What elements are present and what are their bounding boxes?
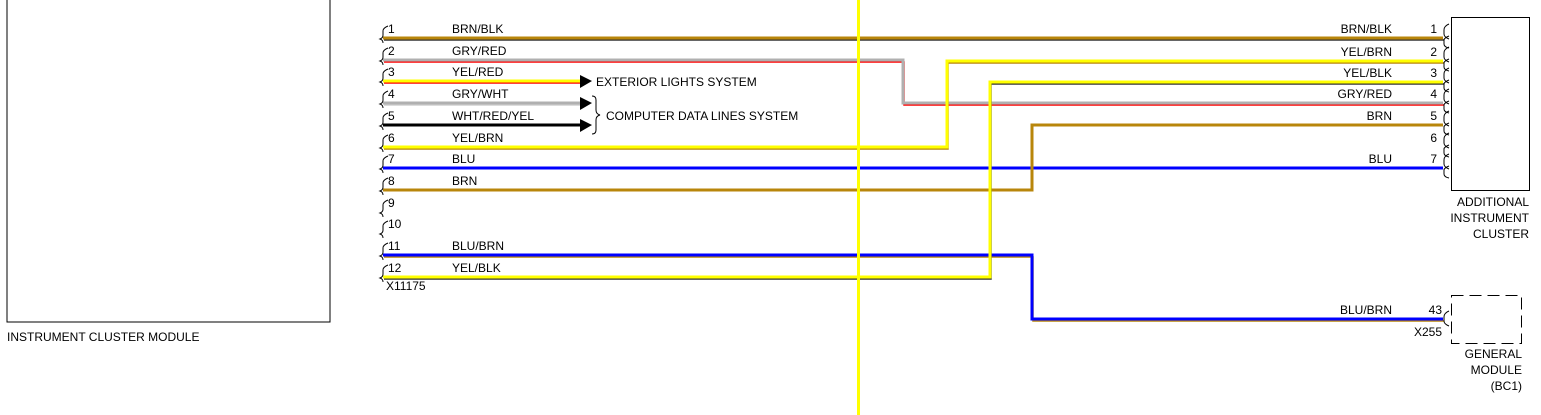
right-wire-color-label: BRN/BLK: [1341, 22, 1392, 36]
connector-cavity-icon: [378, 242, 389, 261]
left-pin-number: 12: [388, 261, 402, 275]
additional-cluster-label-2: INSTRUMENT: [1450, 211, 1529, 225]
connector-cavity-icon: [378, 90, 389, 109]
connector-cavity-icon: [1443, 110, 1450, 136]
connector-x11175: X11175: [386, 279, 426, 293]
connector-cavity-icon: [1443, 23, 1450, 49]
connector-cavity-icon: [378, 25, 389, 44]
wire-gry-red[interactable]: [383, 58, 1443, 105]
additional-instrument-cluster-box[interactable]: [1451, 17, 1530, 191]
general-module-label-3: (BC1): [1491, 379, 1522, 393]
general-pin-number: 43: [1429, 303, 1443, 317]
general-wire-color-label: BLU/BRN: [1340, 303, 1392, 317]
connector-cavity-icon: [1443, 88, 1450, 114]
arrow-exterior-lights: [580, 75, 592, 88]
left-wire-color-label: BRN: [452, 174, 477, 188]
connector-cavity-icon: [1443, 46, 1450, 72]
connector-cavity-icon: [378, 134, 389, 153]
left-wire-color-label: YEL/BRN: [452, 131, 503, 145]
connector-cavity-icon: [1443, 310, 1450, 327]
additional-cluster-label-3: CLUSTER: [1473, 227, 1529, 241]
right-pin-number: 4: [1430, 87, 1437, 101]
connector-x255: X255: [1414, 325, 1442, 339]
wire-blu-brn[interactable]: [383, 253, 1443, 321]
left-pin-number: 5: [388, 109, 395, 123]
left-pin-number: 3: [388, 65, 395, 79]
left-pin-number: 9: [388, 196, 395, 210]
connector-cavity-icon: [1443, 67, 1450, 93]
general-module-box[interactable]: [1451, 295, 1522, 344]
right-pin-number: 1: [1430, 22, 1437, 36]
right-wire-color-label: BLU: [1369, 152, 1392, 166]
right-wire-color-label: YEL/BRN: [1341, 45, 1392, 59]
additional-cluster-label-1: ADDITIONAL: [1457, 195, 1529, 209]
right-wire-color-label: GRY/RED: [1338, 87, 1393, 101]
connector-cavity-icon: [378, 68, 389, 87]
connector-cavity-icon: [378, 155, 389, 174]
right-pin-number: 7: [1430, 152, 1437, 166]
left-pin-number: 8: [388, 174, 395, 188]
connector-cavity-icon: [378, 199, 389, 218]
left-wire-color-label: WHT/RED/YEL: [452, 109, 534, 123]
right-pin-number: 3: [1430, 66, 1437, 80]
connector-cavity-icon: [378, 47, 389, 66]
wire-yel-blk[interactable]: [383, 80, 1443, 279]
instrument-cluster-module-label: INSTRUMENT CLUSTER MODULE: [7, 330, 199, 344]
left-wire-color-label: YEL/BLK: [452, 261, 501, 275]
computer-data-lines-system-link[interactable]: COMPUTER DATA LINES SYSTEM: [606, 109, 798, 123]
right-pin-number: 5: [1430, 109, 1437, 123]
wire-stripe: [384, 62, 1444, 150]
connector-cavity-icon: [378, 177, 389, 196]
instrument-cluster-module-box[interactable]: [6, 0, 331, 323]
right-wire-color-label: YEL/BLK: [1343, 66, 1392, 80]
connector-cavity-icon: [378, 220, 389, 239]
wire-brn[interactable]: [383, 123, 1443, 192]
right-wire-color-label: BRN: [1367, 109, 1392, 123]
arrow-data-line-2: [580, 119, 592, 132]
exterior-lights-system-link[interactable]: EXTERIOR LIGHTS SYSTEM: [596, 75, 757, 89]
arrow-data-line-1: [580, 97, 592, 110]
left-wire-color-label: GRY/RED: [452, 44, 507, 58]
connector-cavity-icon: [1443, 153, 1450, 179]
left-pin-number: 11: [388, 239, 401, 253]
left-pin-number: 1: [388, 22, 395, 36]
left-pin-number: 2: [388, 44, 395, 58]
wire-yel-brn[interactable]: [383, 59, 1443, 149]
left-pin-number: 6: [388, 131, 395, 145]
general-module-label-2: MODULE: [1471, 363, 1522, 377]
connector-cavity-icon: [378, 264, 389, 283]
left-pin-number: 7: [388, 152, 395, 166]
left-wire-color-label: BLU: [452, 152, 475, 166]
left-wire-color-label: BLU/BRN: [452, 239, 504, 253]
wires: [383, 36, 1444, 322]
right-pin-number: 6: [1430, 131, 1437, 145]
general-module-label-1: GENERAL: [1465, 347, 1523, 361]
connector-cavity-icon: [1443, 132, 1450, 158]
data-lines-brace-icon: [591, 95, 601, 135]
wire-stripe: [384, 83, 1444, 280]
wire-stripe: [384, 256, 1444, 322]
left-wire-color-label: YEL/RED: [452, 65, 504, 79]
connector-cavity-icon: [378, 112, 389, 131]
left-wire-color-label: GRY/WHT: [452, 87, 509, 101]
left-pin-number: 4: [388, 87, 395, 101]
right-pin-number: 2: [1430, 45, 1437, 59]
left-pin-number: 10: [388, 217, 402, 231]
left-wire-color-label: BRN/BLK: [452, 22, 503, 36]
